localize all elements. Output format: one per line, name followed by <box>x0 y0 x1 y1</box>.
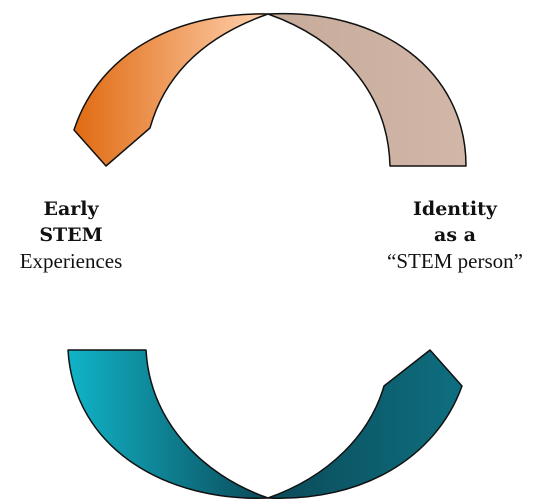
right-label-line2: as a <box>434 224 476 246</box>
left-label-line3: Experiences <box>19 249 123 273</box>
bottom-right-arrow <box>267 349 463 499</box>
left-label-line1: Early <box>43 198 99 220</box>
left-label-line2: STEM <box>39 224 103 246</box>
stem-identity-label: Identity as a “STEM person” <box>380 196 530 274</box>
early-stem-experiences-label: Early STEM Experiences <box>0 196 142 274</box>
right-label-line3: “STEM person” <box>387 249 523 273</box>
top-left-arrow <box>73 13 269 167</box>
right-label-line1: Identity <box>413 198 497 220</box>
top-right-arrow <box>267 12 467 167</box>
bottom-left-arrow <box>67 349 269 499</box>
